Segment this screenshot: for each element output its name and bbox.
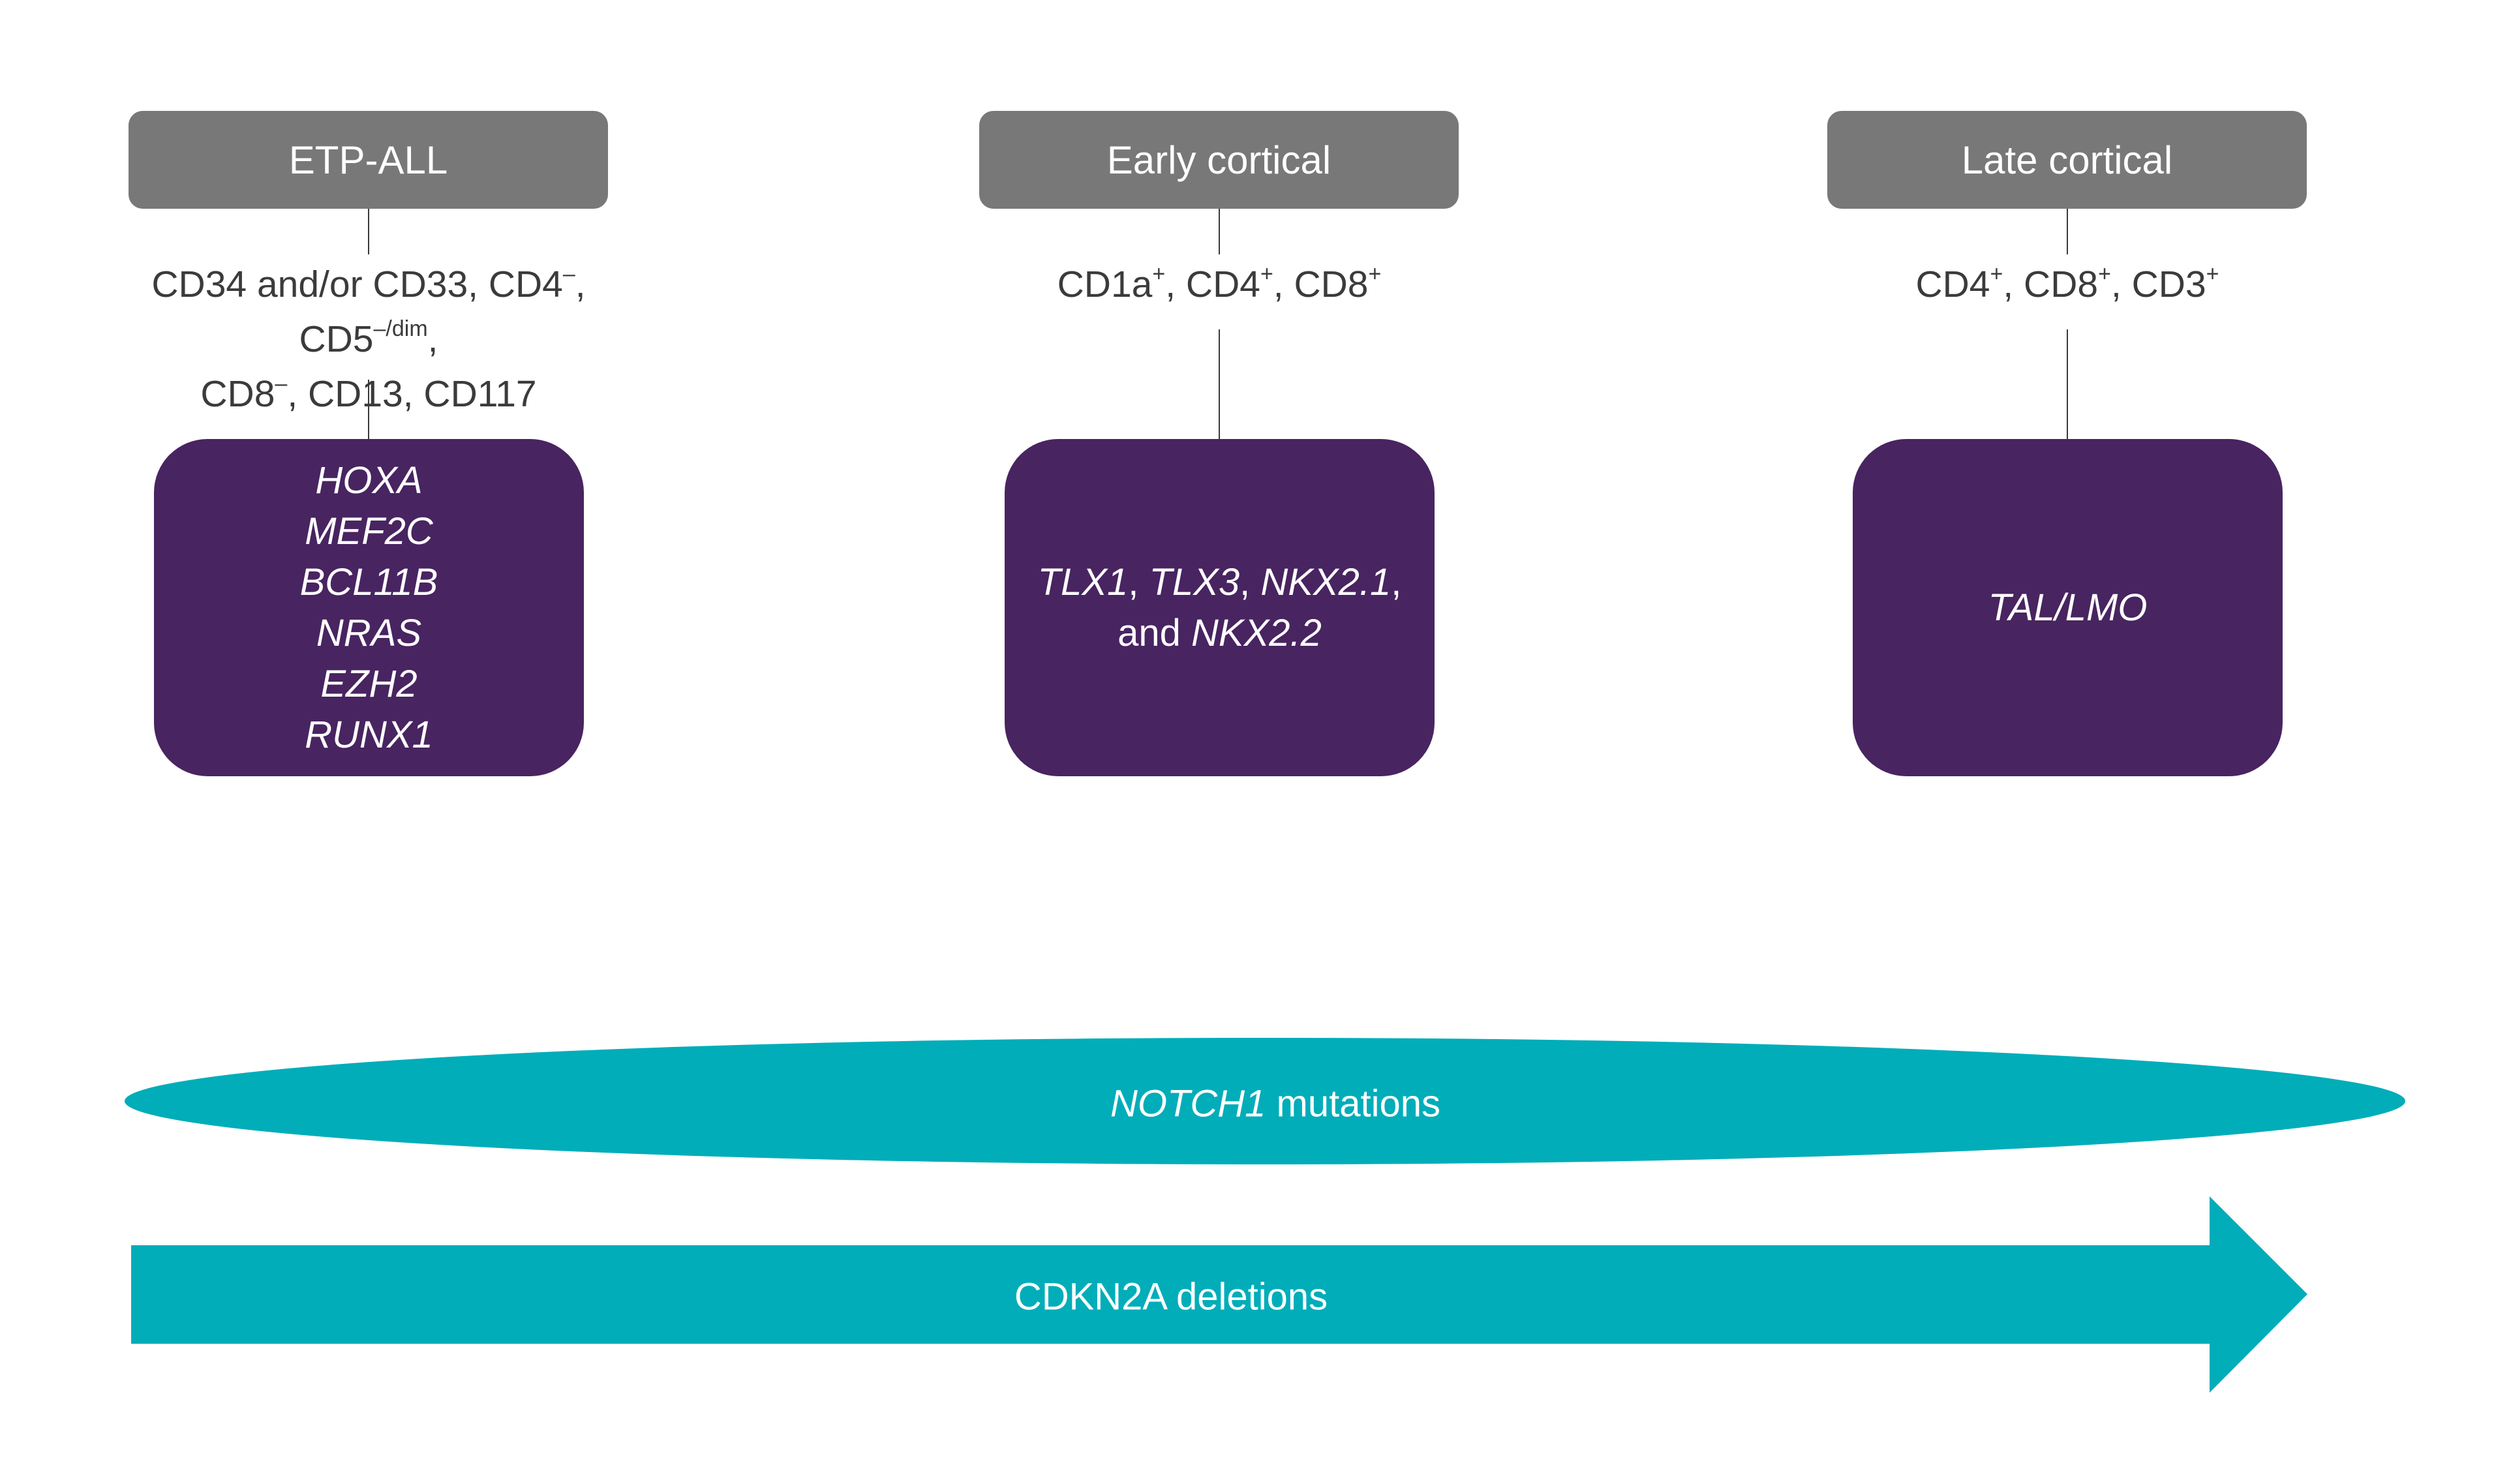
connector-line: [368, 380, 369, 439]
immunophenotype-markers: CD1a+, CD4+, CD8+: [971, 260, 1467, 314]
gene-line: and NKX2.2: [1118, 608, 1322, 659]
gene-box-late-cortical: TAL/LMO: [1853, 439, 2283, 776]
cdkn2a-text: CDKN2A deletions: [1014, 1275, 1328, 1318]
gene-name: EZH2: [320, 662, 418, 705]
connector-line: [2067, 209, 2068, 254]
gene-name: TAL/LMO: [1988, 586, 2148, 629]
markers-line: CD1a+, CD4+, CD8+: [971, 260, 1467, 314]
stage-header-late-cortical: Late cortical: [1827, 111, 2307, 209]
text-segment: ,: [427, 318, 438, 360]
superscript: –: [562, 262, 575, 286]
gene-line: TLX1, TLX3, NKX2.1,: [1038, 557, 1402, 608]
text-segment: , CD8: [1273, 264, 1369, 305]
text-segment: , CD8: [2003, 264, 2099, 305]
markers-line: CD34 and/or CD33, CD4–, CD5–/dim,: [121, 260, 616, 369]
immunophenotype-markers: CD4+, CD8+, CD3+: [1819, 260, 2315, 314]
text-segment: CD4: [1915, 264, 1990, 305]
superscript: +: [2098, 262, 2111, 286]
stage-title: Early cortical: [1106, 138, 1331, 182]
cdkn2a-label: CDKN2A deletions: [1014, 1275, 1328, 1319]
text-segment: , CD5: [299, 264, 586, 360]
gene-line: NRAS: [316, 608, 421, 659]
gene-name: NRAS: [316, 611, 422, 654]
gene-name: HOXA: [315, 459, 423, 502]
text-segment: ,: [1391, 560, 1402, 603]
superscript: +: [2206, 262, 2219, 286]
notch1-suffix: mutations: [1266, 1082, 1441, 1125]
gene-name: RUNX1: [305, 713, 433, 756]
markers-line: CD4+, CD8+, CD3+: [1819, 260, 2315, 314]
text-segment: CD1a: [1057, 264, 1153, 305]
gene-name: MEF2C: [305, 509, 433, 553]
stage-column-early-cortical: Early cortical CD1a+, CD4+, CD8+ TLX1, T…: [971, 0, 1467, 783]
immunophenotype-markers: CD34 and/or CD33, CD4–, CD5–/dim, CD8–, …: [121, 260, 616, 424]
connector-line: [1219, 329, 1220, 439]
gene-name: NKX2.2: [1191, 611, 1322, 654]
cdkn2a-arrow: [131, 1196, 2307, 1393]
gene-name: BCL11B: [299, 560, 438, 603]
stage-title: Late cortical: [1961, 138, 2173, 182]
superscript: +: [1152, 262, 1166, 286]
notch1-label: NOTCH1 mutations: [1110, 1082, 1440, 1126]
text-segment: , CD13, CD117: [287, 373, 537, 415]
notch1-ellipse: [125, 1038, 2405, 1164]
stage-title: ETP-ALL: [288, 138, 448, 182]
text-segment: , CD3: [2110, 264, 2206, 305]
superscript: –: [275, 371, 288, 396]
stage-header-early-cortical: Early cortical: [979, 111, 1459, 209]
connector-line: [368, 209, 369, 254]
markers-line: CD8–, CD13, CD117: [121, 369, 616, 424]
gene-line: EZH2: [320, 659, 417, 710]
gene-line: BCL11B: [300, 557, 438, 608]
text-segment: and: [1118, 611, 1191, 654]
text-segment: ,: [1128, 560, 1149, 603]
notch1-gene: NOTCH1: [1110, 1082, 1266, 1125]
stage-column-late-cortical: Late cortical CD4+, CD8+, CD3+ TAL/LMO: [1819, 0, 2315, 783]
superscript: +: [1368, 262, 1382, 286]
gene-name: NKX2.1: [1260, 560, 1391, 603]
text-segment: CD34 and/or CD33, CD4: [151, 264, 563, 305]
text-segment: , CD4: [1165, 264, 1260, 305]
stage-header-etp-all: ETP-ALL: [129, 111, 608, 209]
gene-line: MEF2C: [305, 506, 433, 557]
gene-line: HOXA: [315, 455, 422, 506]
gene-line: TAL/LMO: [1988, 583, 2148, 633]
stage-column-etp-all: ETP-ALL CD34 and/or CD33, CD4–, CD5–/dim…: [121, 0, 616, 783]
gene-name: TLX1: [1037, 560, 1129, 603]
text-segment: ,: [1239, 560, 1261, 603]
text-segment: CD8: [200, 373, 275, 415]
gene-line: RUNX1: [305, 710, 433, 761]
connector-line: [1219, 209, 1220, 254]
gene-name: TLX3: [1149, 560, 1240, 603]
superscript: –/dim: [373, 316, 428, 341]
gene-box-early-cortical: TLX1, TLX3, NKX2.1,and NKX2.2: [1005, 439, 1435, 776]
superscript: +: [1990, 262, 2003, 286]
superscript: +: [1260, 262, 1273, 286]
connector-line: [2067, 329, 2068, 439]
